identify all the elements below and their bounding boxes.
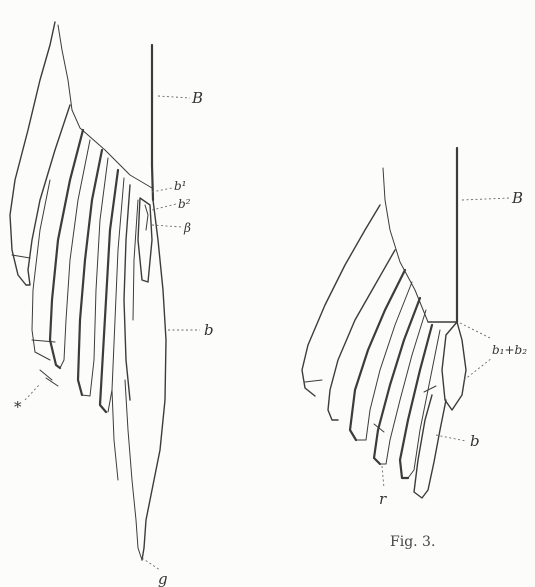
left-inner-contour-2 [112,390,118,480]
leader-B-right [462,198,510,200]
right-finger-3 [374,298,420,464]
leader-g [142,558,160,570]
leader-b2 [152,204,176,210]
label-r: r [379,490,387,508]
left-finger-3 [78,150,102,395]
left-stem [152,45,153,200]
left-finger-2-tip [32,340,55,342]
right-small-element [442,322,466,410]
leader-b1 [152,188,172,192]
label-b-left: b [204,321,214,339]
right-outer-top [302,205,380,396]
left-small-element-2 [145,205,148,230]
label-star: * [14,398,22,416]
right-finger-1-tip [305,380,322,382]
left-finger-4 [100,170,118,412]
leader-b-right [436,435,466,441]
leader-B-left [158,96,190,98]
left-finger-5-b [133,200,138,320]
left-finger-3-b [82,158,108,396]
leader-b1b2-b [464,358,492,380]
left-finger-5 [124,185,130,400]
left-finger-4-b [108,178,124,412]
left-finger-2-outer [32,180,50,360]
left-small-element-1 [138,198,152,282]
left-outer-contour [142,200,166,560]
left-stem-inner [58,25,152,188]
right-b-element [414,395,446,498]
left-hatch [40,370,58,386]
label-b-right: b [470,432,480,450]
label-beta: β [183,221,191,235]
left-inner-contour [125,380,142,560]
left-figure [10,22,166,560]
label-g: g [158,570,168,587]
left-finger-1 [26,105,70,285]
left-finger-1-tip [12,255,30,258]
leader-r [382,466,384,488]
right-finger-1 [328,250,395,420]
leader-star [25,384,40,400]
left-finger-2 [50,130,83,368]
right-b-hatch [424,386,436,392]
leader-b1b2-a [460,323,490,338]
figure-caption: Fig. 3. [390,534,435,550]
right-labels: B b₁+b₂ b r Fig. 3. [379,189,527,550]
right-figure [302,148,466,498]
label-b1: b¹ [174,179,187,193]
label-B-right: B [511,189,523,207]
label-b2: b² [178,197,191,211]
label-b1b2: b₁+b₂ [492,343,527,357]
left-top-spine [10,22,55,285]
label-B-left: B [191,89,203,107]
